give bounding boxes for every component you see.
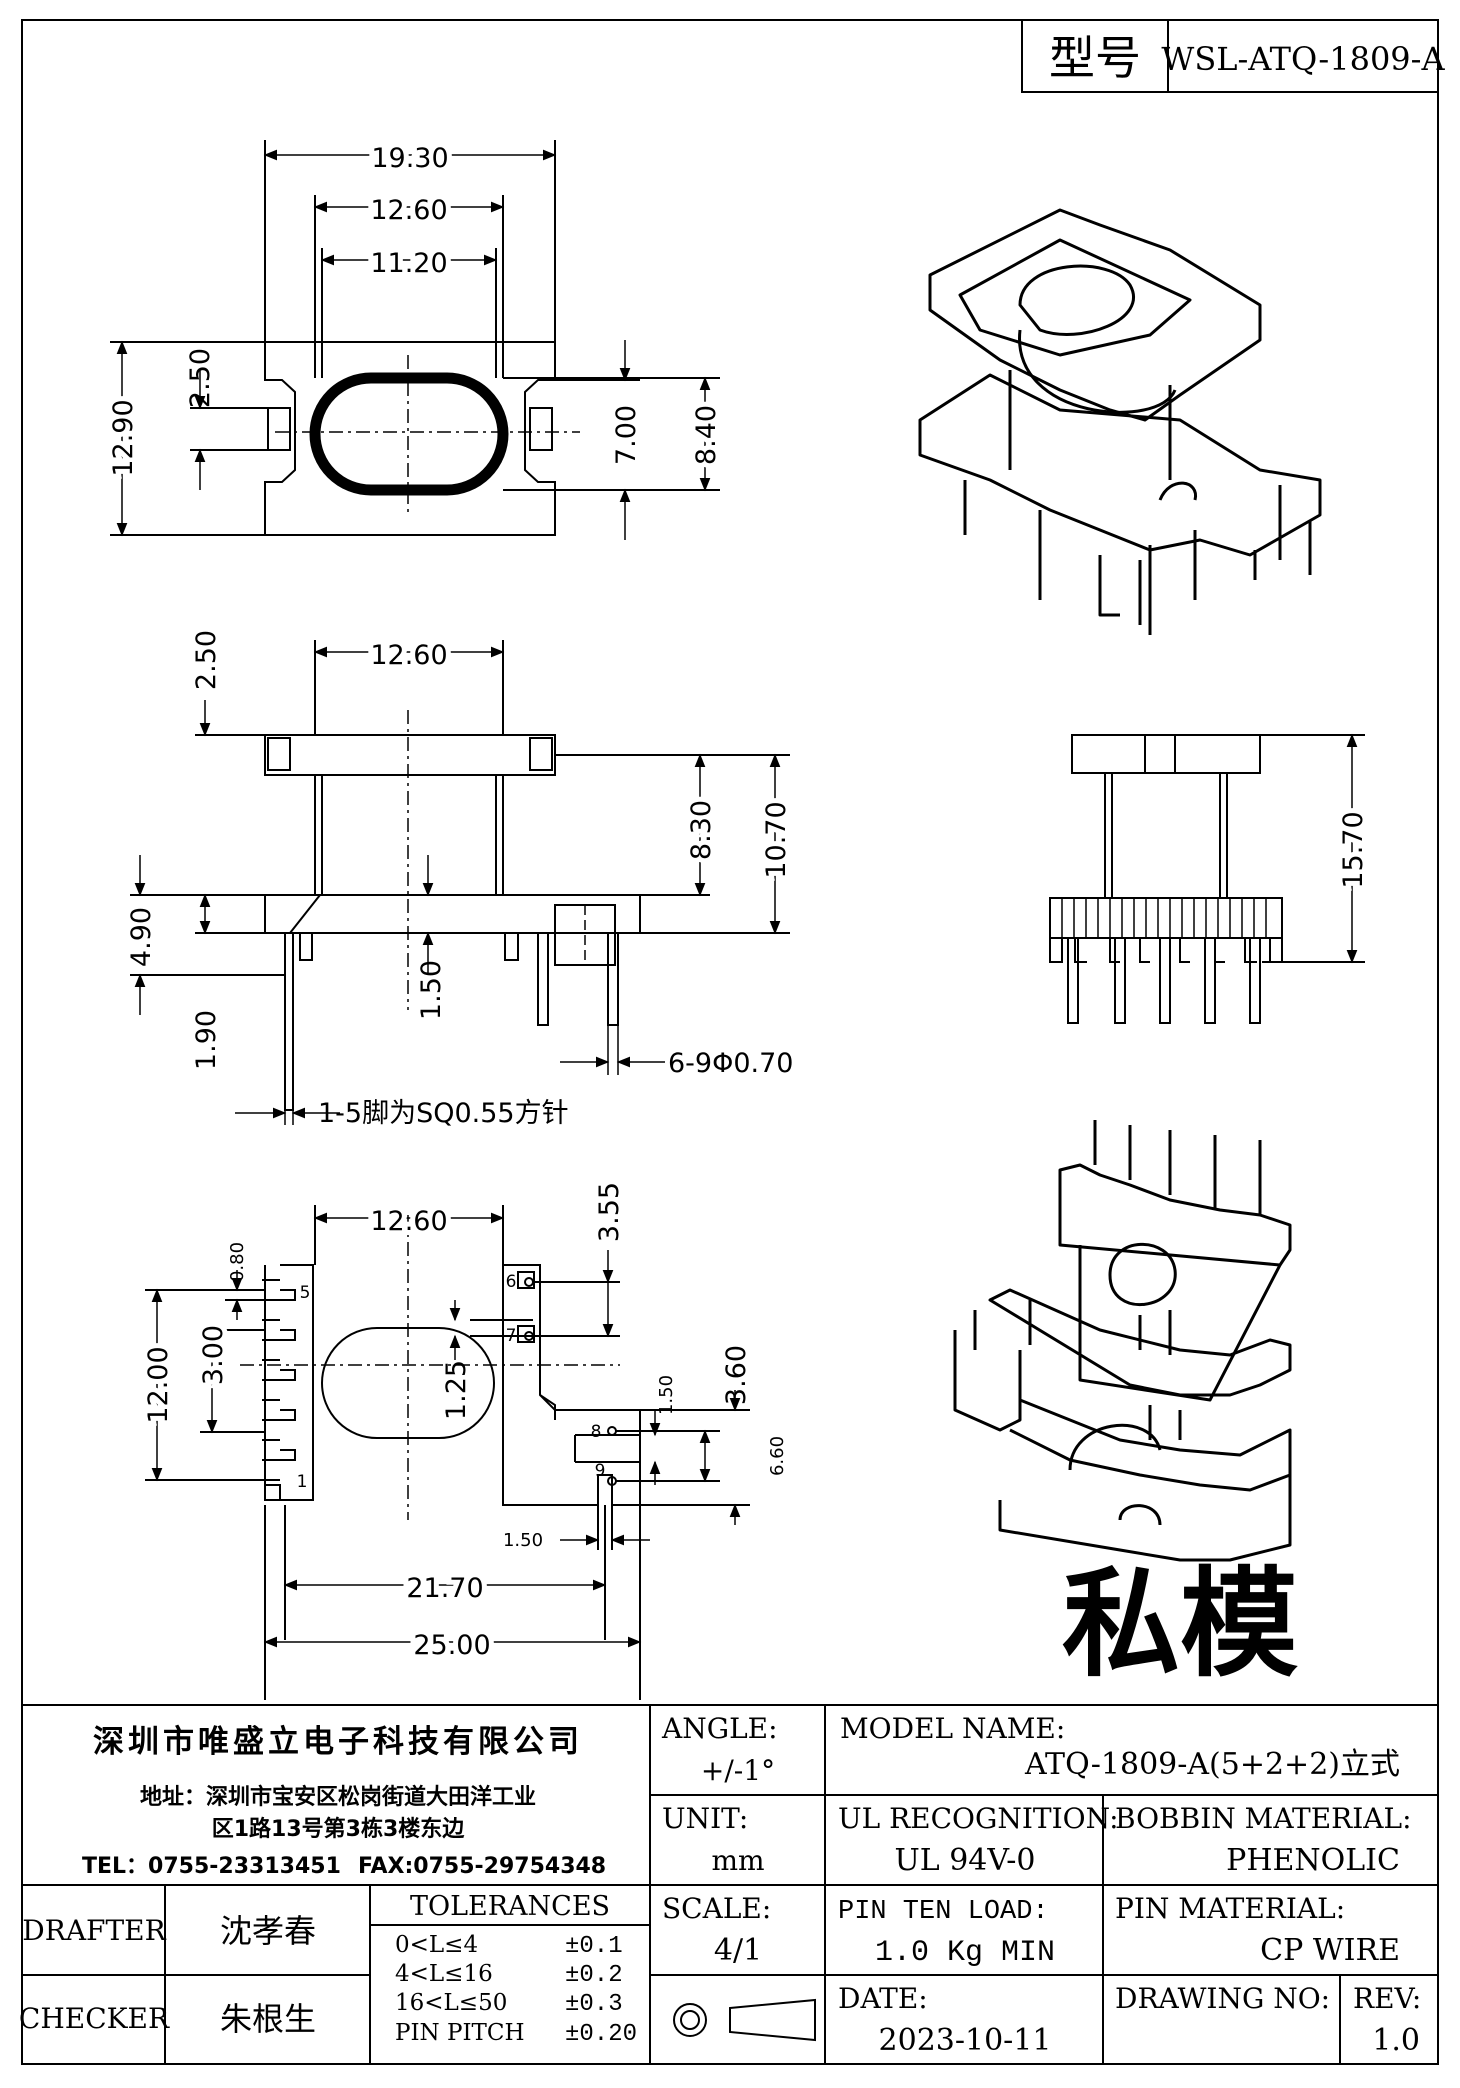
pin-label-6: 6 bbox=[506, 1272, 517, 1292]
pin-material-value: CP WIRE bbox=[1260, 1933, 1400, 1968]
pin-label-7: 7 bbox=[506, 1326, 517, 1346]
tolerance-range-1: 0<L≤4 bbox=[395, 1932, 478, 1958]
pin-ten-load-value: 1.0 Kg MIN bbox=[875, 1936, 1055, 1970]
checker-value: 朱根生 bbox=[220, 2000, 316, 2038]
drawing-no-label: DRAWING NO: bbox=[1115, 1982, 1330, 2015]
dim-side-1-90: 1.90 bbox=[191, 1010, 222, 1070]
dim-bottom-1-50-horizontal: 1.50 bbox=[503, 1530, 543, 1551]
model-name-value: ATQ-1809-A(5+2+2)立式 bbox=[1024, 1747, 1400, 1782]
tolerances-title: TOLERANCES bbox=[410, 1891, 610, 1922]
dim-front-15-70: 15.70 bbox=[1338, 811, 1369, 888]
ul-recognition-label: UL RECOGNITION: bbox=[838, 1802, 1119, 1835]
dim-bottom-3-00: 3.00 bbox=[198, 1325, 229, 1385]
dim-bottom-6-60: 6.60 bbox=[767, 1436, 788, 1476]
side-view-dim-labels: 12.60 2.50 8.30 10.70 4.90 1.50 1.90 6-9… bbox=[121, 630, 797, 1129]
pin-label-8: 8 bbox=[591, 1422, 602, 1442]
dim-side-1-50: 1.50 bbox=[416, 960, 447, 1020]
title-block-grid bbox=[22, 1704, 1438, 2064]
pin-ten-load-label: PIN TEN LOAD: bbox=[838, 1897, 1049, 1927]
ul-recognition-value: UL 94V-0 bbox=[894, 1843, 1035, 1878]
dim-top-19-30: 19.30 bbox=[371, 143, 448, 174]
company-address-line-2: 区1路13号第3栋3楼东边 bbox=[212, 1816, 466, 1842]
tolerance-value-1: ±0.1 bbox=[565, 1933, 623, 1960]
header-model-code: WSL-ATQ-1809-A bbox=[1161, 40, 1445, 78]
header-box: 型号 WSL-ATQ-1809-A bbox=[1021, 19, 1445, 93]
scale-value: 4/1 bbox=[714, 1933, 762, 1968]
dim-bottom-1-50-vertical: 1.50 bbox=[656, 1375, 677, 1415]
dim-side-8-30: 8.30 bbox=[686, 800, 717, 860]
dim-top-2-50: 2.50 bbox=[185, 348, 216, 408]
front-view bbox=[1049, 734, 1365, 1024]
tolerance-value-4: ±0.20 bbox=[565, 2021, 637, 2048]
dim-bottom-1-25: 1.25 bbox=[441, 1360, 472, 1420]
top-view-dim-labels: 19.30 12.60 11.20 12.90 2.50 7.00 8.40 bbox=[103, 138, 727, 482]
unit-value: mm bbox=[711, 1844, 764, 1877]
bottom-view-dim-labels: 12.60 3.55 0.80 12.00 3.00 1.25 1.50 3.6… bbox=[138, 1182, 788, 1666]
tolerance-range-4: PIN PITCH bbox=[395, 2020, 525, 2046]
top-view-dims bbox=[116, 149, 711, 540]
dim-bottom-12-60: 12.60 bbox=[370, 1206, 447, 1237]
drafter-label: DRAFTER bbox=[22, 1914, 166, 1947]
company-tel: TEL：0755-23313451 bbox=[82, 1854, 341, 1879]
drafter-value: 沈孝春 bbox=[220, 1912, 316, 1950]
tolerance-value-3: ±0.3 bbox=[565, 1991, 623, 2018]
company-address-line-1: 地址：深圳市宝安区松岗街道大田洋工业 bbox=[140, 1784, 536, 1810]
angle-label: ANGLE: bbox=[661, 1712, 778, 1745]
pin-label-9: 9 bbox=[595, 1461, 606, 1481]
bottom-view bbox=[145, 1205, 750, 1700]
angle-value: +/-1° bbox=[701, 1754, 775, 1787]
dim-side-4-90: 4.90 bbox=[126, 907, 157, 967]
company-name: 深圳市唯盛立电子科技有限公司 bbox=[93, 1724, 583, 1760]
pin-numbers: 1 5 6 7 8 9 bbox=[297, 1272, 606, 1492]
tolerance-range-2: 4<L≤16 bbox=[395, 1961, 493, 1987]
dim-top-8-40: 8.40 bbox=[691, 405, 722, 465]
dim-bottom-25-00: 25.00 bbox=[413, 1630, 490, 1661]
dim-top-7-00: 7.00 bbox=[611, 405, 642, 465]
iso-view-top bbox=[918, 208, 1322, 635]
dim-bottom-3-55: 3.55 bbox=[594, 1182, 625, 1242]
title-block-text: 深圳市唯盛立电子科技有限公司 地址：深圳市宝安区松岗街道大田洋工业 区1路13号… bbox=[19, 1712, 1421, 2058]
pin-label-5: 5 bbox=[300, 1283, 311, 1303]
iso-view-bottom bbox=[953, 1120, 1292, 1562]
scale-label: SCALE: bbox=[662, 1892, 771, 1925]
dim-side-2-50: 2.50 bbox=[191, 630, 222, 690]
tolerance-value-2: ±0.2 bbox=[565, 1962, 623, 1989]
bobbin-material-value: PHENOLIC bbox=[1226, 1843, 1400, 1878]
dim-bottom-0-80: 0.80 bbox=[227, 1242, 248, 1282]
date-value: 2023-10-11 bbox=[879, 2023, 1052, 2058]
dim-side-pin-diameter: 6-9Φ0.70 bbox=[668, 1048, 793, 1079]
sheet-border bbox=[21, 19, 1439, 2065]
bottom-view-dims bbox=[151, 1212, 741, 1648]
company-fax: FAX:0755-29754348 bbox=[358, 1854, 606, 1879]
model-name-label: MODEL NAME: bbox=[840, 1712, 1065, 1745]
unit-label: UNIT: bbox=[662, 1802, 748, 1835]
dim-side-pin-note: 1-5脚为SQ0.55方针 bbox=[318, 1098, 569, 1129]
dim-side-12-60: 12.60 bbox=[370, 640, 447, 671]
header-label: 型号 bbox=[1049, 31, 1141, 85]
bobbin-material-label: BOBBIN MATERIAL: bbox=[1115, 1802, 1412, 1835]
date-label: DATE: bbox=[838, 1982, 928, 2015]
pin-label-1: 1 bbox=[297, 1472, 308, 1492]
rev-value: 1.0 bbox=[1372, 2023, 1420, 2058]
dim-side-10-70: 10.70 bbox=[761, 801, 792, 878]
rev-label: REV: bbox=[1353, 1982, 1421, 2015]
tolerance-range-3: 16<L≤50 bbox=[395, 1990, 507, 2016]
dim-top-12-60: 12.60 bbox=[370, 195, 447, 226]
dim-top-12-90: 12.90 bbox=[108, 399, 139, 476]
dim-bottom-3-60: 3.60 bbox=[721, 1345, 752, 1405]
private-mold-stamp: 私模 bbox=[1062, 1555, 1298, 1693]
dim-bottom-21-70: 21.70 bbox=[406, 1573, 483, 1604]
dim-top-11-20: 11.20 bbox=[370, 248, 447, 279]
side-view-dims bbox=[134, 646, 781, 1125]
checker-label: CHECKER bbox=[19, 2002, 170, 2035]
dim-bottom-12-00: 12.00 bbox=[143, 1346, 174, 1423]
side-view bbox=[130, 640, 790, 1111]
pin-material-label: PIN MATERIAL: bbox=[1115, 1892, 1345, 1925]
